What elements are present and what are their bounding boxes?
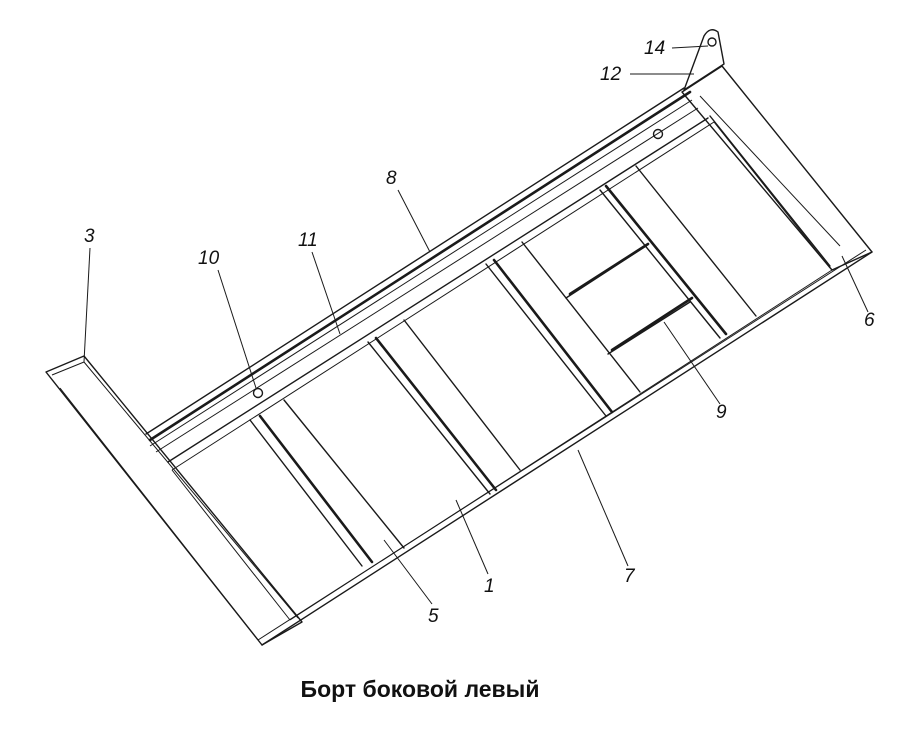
callout-6: 6 (864, 310, 875, 331)
callout-11: 11 (298, 230, 318, 251)
hole-right (652, 128, 664, 140)
reinforcement-bars (565, 242, 694, 355)
mounting-holes (252, 128, 664, 399)
hinge-bracket (683, 29, 725, 91)
hinge-hole (707, 37, 717, 47)
callout-3: 3 (84, 226, 95, 247)
board-outline (45, 65, 873, 646)
callout-7: 7 (624, 566, 636, 587)
callout-12: 12 (600, 64, 622, 85)
callout-labels: 3 10 11 8 14 12 6 9 7 1 5 (84, 38, 875, 627)
callout-1: 1 (484, 576, 495, 597)
callout-9: 9 (716, 402, 727, 423)
callout-5: 5 (428, 606, 439, 627)
hole-left (252, 387, 264, 399)
callout-14: 14 (644, 38, 665, 59)
figure-caption: Борт боковой левый (300, 676, 540, 702)
callout-8: 8 (386, 168, 397, 189)
cross-ribs (249, 115, 831, 567)
leader-lines (83, 45, 869, 605)
callout-10: 10 (198, 248, 220, 269)
